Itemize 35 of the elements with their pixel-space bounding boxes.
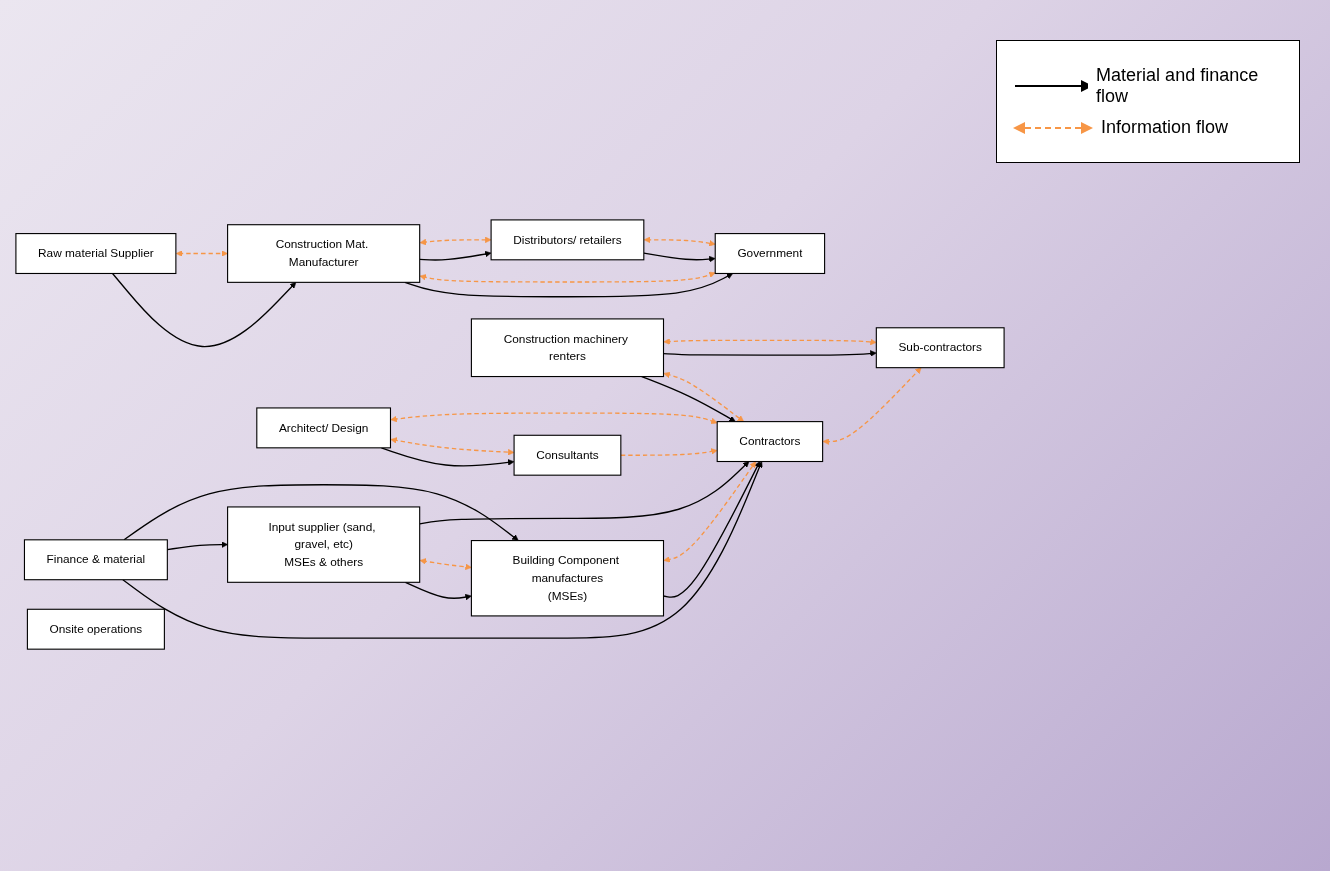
- node-box: Contractors: [716, 421, 824, 463]
- node-box: Government: [714, 233, 826, 275]
- legend-text: Information flow: [1101, 117, 1229, 138]
- arrow: [643, 252, 716, 263]
- arrow: [822, 367, 922, 446]
- arrow: [419, 237, 492, 246]
- node-box: Building Component manufactures (MSEs): [470, 540, 665, 617]
- arrow: [175, 250, 228, 258]
- arrow: [419, 461, 750, 526]
- arrow: [620, 448, 718, 457]
- arrow: [419, 558, 472, 571]
- node-box: Consultants: [513, 435, 622, 477]
- arrow: [111, 273, 297, 348]
- node-box: Onsite operations: [26, 609, 165, 651]
- node-box: Distributors/ retailers: [490, 219, 645, 261]
- arrow: [663, 372, 744, 423]
- node-box: Sub-contractors: [875, 327, 1005, 369]
- arrow: [663, 338, 877, 346]
- node-box: Construction machinery renters: [470, 318, 665, 378]
- legend-text: Material and finance flow: [1096, 65, 1260, 107]
- arrow: [123, 484, 519, 542]
- node-box: Finance & material: [23, 539, 168, 581]
- arrow: [404, 582, 472, 601]
- arrow: [663, 461, 757, 563]
- node-box: Input supplier (sand, gravel, etc) MSEs & others: [227, 506, 421, 584]
- node-box: Raw material Supplier: [15, 233, 177, 275]
- arrow: [641, 376, 736, 423]
- arrow: [122, 461, 763, 640]
- arrow: [643, 237, 716, 247]
- node-box: Construction Mat. Manufacturer: [227, 224, 421, 284]
- node-box: Architect/ Design: [256, 407, 392, 449]
- arrow: [390, 437, 515, 456]
- arrow: [390, 412, 718, 425]
- arrow: [419, 272, 716, 284]
- arrow: [419, 251, 492, 262]
